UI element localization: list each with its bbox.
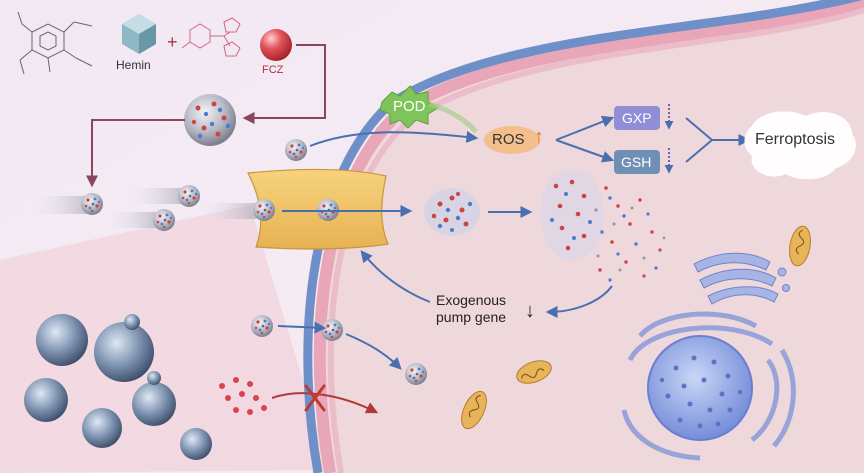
nanoparticle-icon: [81, 193, 103, 215]
pod-label: POD: [393, 98, 426, 115]
mitochondria-icon: [461, 390, 487, 430]
pump-gene-label: pump gene: [436, 309, 507, 325]
hemin-label: Hemin: [116, 58, 151, 72]
ros-blob: [484, 126, 540, 154]
blocked-cross-icon: [304, 384, 326, 412]
exogenous-label: Exogenous: [436, 292, 507, 308]
fcz-structure-icon: [181, 17, 241, 57]
plus-sign: +: [167, 32, 178, 52]
synthesis-arrow: [242, 44, 326, 124]
nanoparticle-icon: [153, 209, 175, 231]
hemin-structure-icon: [17, 11, 93, 75]
ros-label: ROS: [492, 131, 525, 148]
pump-decrease-arrow: ↓: [525, 300, 535, 322]
nanoparticle-cluster-large: [184, 94, 236, 146]
fungal-cell-icon: [24, 314, 212, 460]
membrane-inner-pink: [327, 7, 864, 473]
hemin-crystal-icon: [122, 14, 156, 54]
ros-generation-arrow: [309, 131, 479, 147]
endoplasmic-reticulum: [621, 311, 796, 461]
nanoparticle-icon: [253, 199, 275, 221]
gxp-label: GXP: [622, 110, 652, 126]
nanoparticle-icon: [405, 363, 427, 385]
golgi-icon: [693, 252, 790, 305]
membrane-outer-pink: [313, 0, 864, 473]
mitochondria-icon: [789, 225, 811, 267]
ferroptosis-splash: [744, 111, 857, 180]
fcz-sphere-icon: [260, 29, 292, 61]
nanoparticle-dispersion: [540, 169, 666, 282]
gsh-box: [614, 150, 660, 174]
magnification-wedge: [0, 205, 330, 473]
ferroptosis-label: Ferroptosis: [755, 131, 836, 148]
nanoparticle-icon: [285, 139, 307, 161]
nanoparticle-aggregate: [424, 188, 480, 236]
free-fcz-dots: [219, 377, 267, 415]
pod-burst-icon: [379, 85, 439, 129]
nanoparticle-icon: [251, 315, 273, 337]
gxp-box: [614, 106, 660, 130]
nucleus-icon: [647, 335, 753, 441]
nanoparticle-icon: [321, 319, 343, 341]
ros-increase-arrow: ↑: [534, 126, 544, 148]
delivery-arrow: [86, 119, 185, 188]
mitochondria-icon: [516, 360, 552, 384]
gsh-label: GSH: [621, 154, 652, 170]
membrane-blue-layer: [303, 0, 863, 473]
fcz-label: FCZ: [262, 64, 284, 76]
